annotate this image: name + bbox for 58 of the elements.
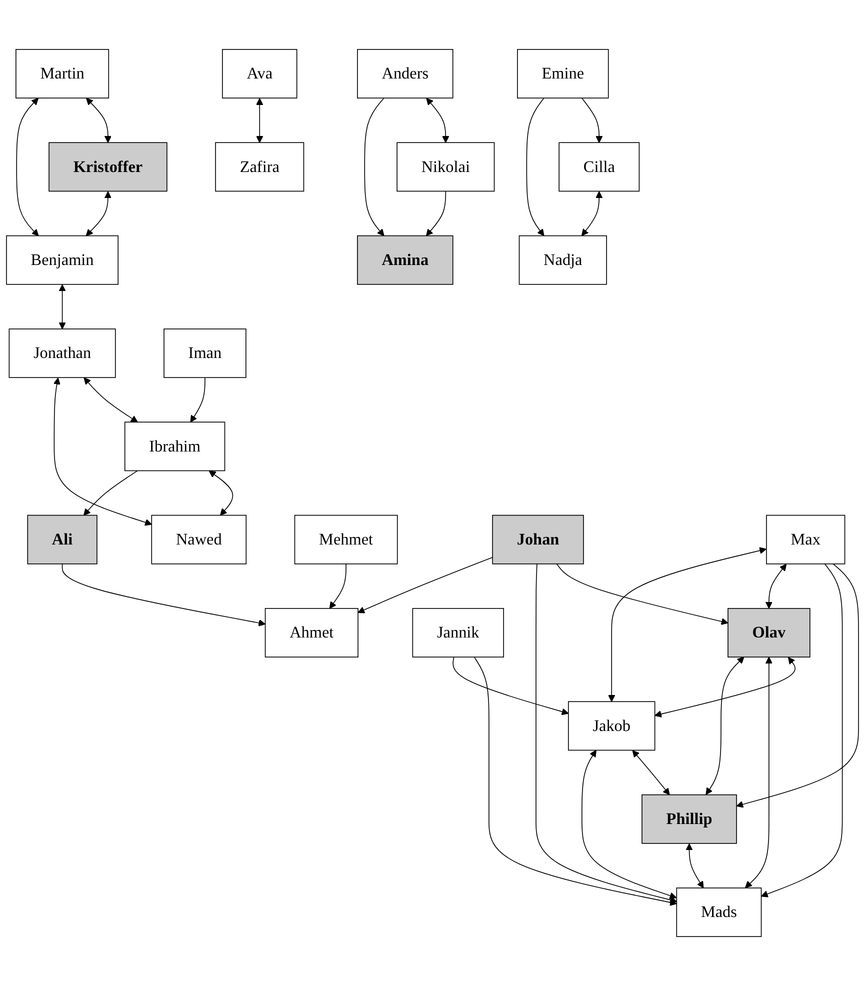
arrow — [744, 656, 772, 888]
node-box: Anders — [357, 49, 454, 98]
arrow — [329, 563, 346, 609]
node-box: Ahmet — [264, 608, 358, 658]
arrow — [654, 657, 796, 718]
arrow — [556, 563, 728, 625]
arrow — [426, 190, 446, 236]
node-box: Johan — [492, 514, 584, 564]
arrow — [536, 563, 677, 904]
arrow — [608, 547, 766, 702]
node-box: Jonathan — [8, 328, 116, 378]
arrow — [208, 470, 234, 516]
node-box: Max — [766, 514, 846, 564]
arrow — [765, 564, 787, 609]
arrow — [364, 98, 384, 236]
arrow — [736, 563, 859, 808]
arrow — [582, 750, 677, 900]
node-box: Martin — [16, 49, 110, 98]
arrow — [58, 284, 66, 330]
arrow — [53, 378, 152, 526]
node-box: Jannik — [412, 608, 504, 658]
node-box: Nawed — [151, 514, 247, 564]
arrow — [426, 98, 450, 143]
node-box: Mads — [676, 888, 762, 937]
arrow — [358, 556, 493, 614]
node-box: Ibrahim — [124, 422, 226, 472]
node-box: Amina — [357, 235, 454, 285]
node-box: Iman — [164, 328, 246, 378]
arrow — [474, 656, 677, 906]
arrow — [526, 98, 544, 236]
arrow — [256, 98, 264, 143]
arrow — [86, 98, 112, 143]
arrow — [190, 377, 206, 422]
arrow — [581, 191, 603, 236]
arrow — [760, 563, 843, 898]
arrow — [84, 377, 138, 422]
node-box: Ali — [27, 514, 98, 564]
arrow — [452, 656, 569, 716]
arrow — [83, 470, 138, 516]
arrow — [16, 98, 39, 236]
arrow — [706, 656, 744, 795]
arrow — [686, 843, 704, 888]
arrow — [86, 191, 112, 236]
node-box: Nikolai — [396, 142, 495, 192]
arrow — [632, 750, 670, 796]
node-box: Ava — [222, 49, 298, 98]
node-box: Phillip — [642, 794, 737, 844]
node-box: Jakob — [568, 701, 656, 751]
node-box: Olav — [728, 608, 810, 658]
node-box: Cilla — [558, 142, 640, 192]
node-box: Emine — [517, 49, 609, 98]
node-box: Nadja — [518, 235, 607, 285]
node-box: Benjamin — [6, 235, 118, 285]
node-box: Kristoffer — [48, 142, 168, 192]
arrow — [62, 563, 266, 626]
arrow — [581, 98, 603, 143]
node-box: Mehmet — [294, 514, 398, 564]
node-box: Zafira — [215, 142, 304, 192]
